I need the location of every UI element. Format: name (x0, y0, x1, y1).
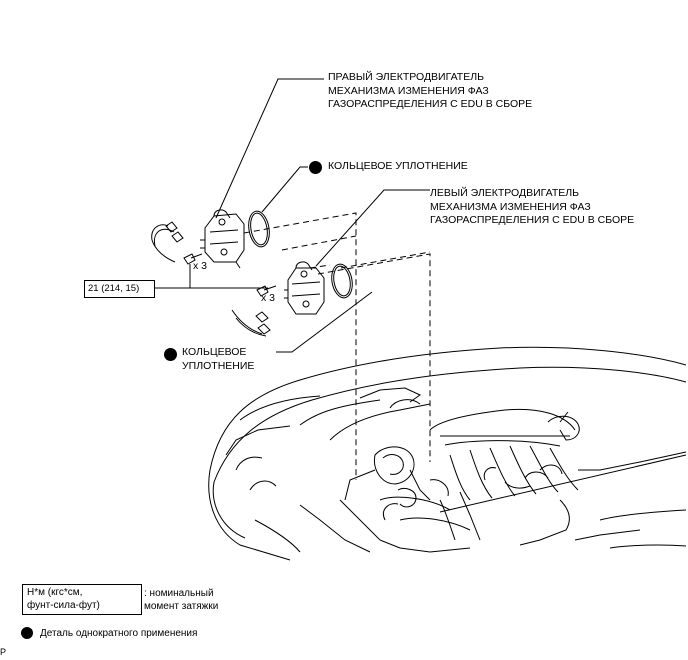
bolt-quantity-upper: x 3 (193, 260, 208, 272)
right-o-ring (248, 210, 270, 248)
right-bolt (183, 253, 203, 265)
torque-spec-box: 21 (214, 15) (84, 280, 155, 298)
engine-bay-outline (208, 346, 687, 561)
bolt-quantity-lower: x 3 (261, 292, 276, 304)
legend-single-use-icon (21, 627, 33, 639)
o-ring-bottom-label: КОЛЬЦЕВОЕ УПЛОТНЕНИЕ (182, 346, 255, 372)
single-use-marker-lower (164, 348, 177, 361)
leader-lines (151, 78, 430, 353)
o-ring-top-label: КОЛЬЦЕВОЕ УПЛОТНЕНИЕ (328, 160, 468, 172)
left-vvt-motor (284, 261, 325, 315)
left-o-ring (331, 263, 353, 299)
single-use-marker-upper (309, 161, 322, 174)
legend-single-use-label: Деталь однократного применения (40, 628, 198, 639)
legend-torque-description: : номинальный момент затяжки (144, 588, 219, 612)
left-motor-label: ЛЕВЫЙ ЭЛЕКТРОДВИГАТЕЛЬ МЕХАНИЗМА ИЗМЕНЕН… (430, 187, 635, 226)
left-wire-harness (231, 309, 271, 337)
alignment-lines (243, 212, 431, 480)
legend-torque-box: Н*м (кгс*см, фунт-сила-фут) (22, 584, 142, 615)
right-wire-harness (151, 221, 184, 263)
right-vvt-motor (200, 209, 245, 269)
left-bolt (256, 285, 277, 297)
corner-mark: P (0, 647, 7, 657)
right-motor-label: ПРАВЫЙ ЭЛЕКТРОДВИГАТЕЛЬ МЕХАНИЗМА ИЗМЕНЕ… (328, 71, 533, 110)
